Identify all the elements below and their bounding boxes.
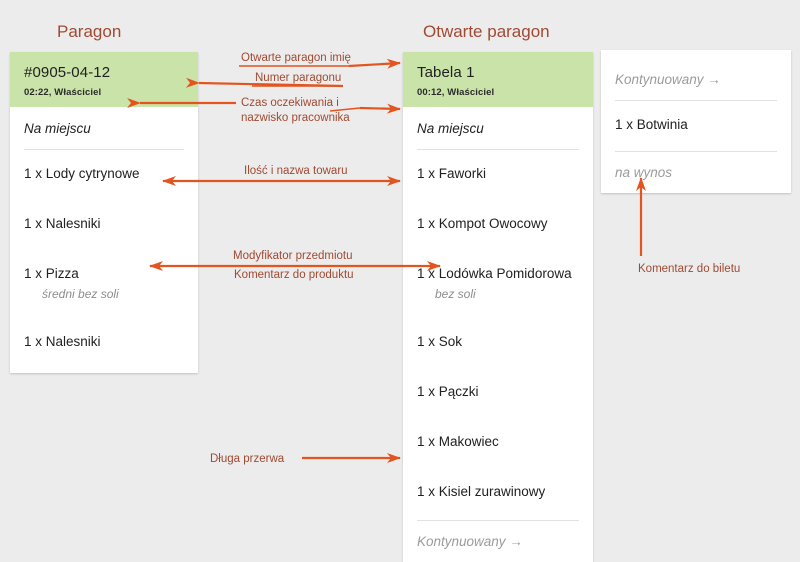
annotation-wait-time-line2: nazwisko pracownika [241,112,350,124]
open-receipt-card[interactable]: Tabela 1 00:12, Właściciel Na miejscu 1 … [403,52,593,562]
annotation-long-break: Długa przerwa [210,453,285,465]
closed-receipt-body: Na miejscu 1 x Lody cytrynowe 1 x Nalesn… [10,107,198,373]
row-gap [417,234,579,250]
list-item[interactable]: 1 x Nalesniki [24,334,101,349]
list-item-modifier: średni bez soli [42,287,119,301]
row-gap [417,452,579,468]
open-receipt-body: Na miejscu 1 x Faworki 1 x Kompot Owocow… [403,107,593,562]
row-gap [417,352,579,368]
continued-receipt-header-note: Kontynuowany → [615,59,777,101]
list-item[interactable]: 1 x Lody cytrynowe [24,166,140,181]
annotation-receipt-number: Numer paragonu [255,72,342,84]
annotation-item-modifier: Modyfikator przedmiotu [233,250,353,262]
torn-edge-bottom [403,553,593,562]
open-receipt-table-name: Tabela 1 [417,64,475,81]
closed-receipt-header[interactable]: #0905-04-12 02:22, Właściciel [10,52,198,107]
list-item[interactable]: 1 x Makowiec [417,434,499,449]
annotation-wait-time-line1: Czas oczekiwania i [241,97,339,109]
annotation-product-comment: Komentarz do produktu [234,269,354,281]
list-item[interactable]: 1 x Sok [417,334,463,349]
row-gap [24,184,184,200]
row-gap [24,234,184,250]
section-title-open-receipt: Otwarte paragon [423,22,550,41]
list-item[interactable]: 1 x Faworki [417,166,487,181]
annotated-receipts-diagram: Paragon Otwarte paragon #0905-04-12 02:2… [10,22,791,562]
row-gap [417,402,579,418]
list-item[interactable]: 1 x Kisiel zurawinowy [417,484,546,499]
row-gap [615,135,777,151]
row-gap [417,302,579,318]
row-gap [24,352,184,373]
closed-receipt-card[interactable]: #0905-04-12 02:22, Właściciel Na miejscu… [10,52,198,373]
row-gap [417,502,579,520]
open-receipt-mode: Na miejscu [417,107,579,150]
annotation-ticket-comment: Komentarz do biletu [638,263,741,275]
list-item[interactable]: 1 x Botwinia [615,117,688,132]
section-title-closed-receipt: Paragon [57,22,122,41]
ticket-comment-value: na wynos [615,151,777,193]
continued-receipt-body: Kontynuowany → 1 x Botwinia na wynos [601,50,791,193]
annotation-qty-and-name: Ilość i nazwa towaru [244,165,348,177]
torn-edge-top [601,50,791,59]
row-gap [24,302,184,318]
open-receipt-time-and-staff: 00:12, Właściciel [417,87,495,98]
row-gap [417,184,579,200]
closed-receipt-time-and-staff: 02:22, Właściciel [24,87,102,98]
list-item[interactable]: 1 x Nalesniki [24,216,101,231]
continued-receipt-card[interactable]: Kontynuowany → 1 x Botwinia na wynos [601,50,791,193]
list-item[interactable]: 1 x Lodówka Pomidorowa [417,266,572,281]
list-item[interactable]: 1 x Kompot Owocowy [417,216,548,231]
annotation-open-receipt-name: Otwarte paragon imię [241,52,351,64]
closed-receipt-mode: Na miejscu [24,107,184,150]
list-item[interactable]: 1 x Pączki [417,384,479,399]
closed-receipt-number: #0905-04-12 [24,64,111,81]
open-receipt-header[interactable]: Tabela 1 00:12, Właściciel [403,52,593,107]
list-item-modifier: bez soli [435,287,476,301]
list-item[interactable]: 1 x Pizza [24,266,79,281]
